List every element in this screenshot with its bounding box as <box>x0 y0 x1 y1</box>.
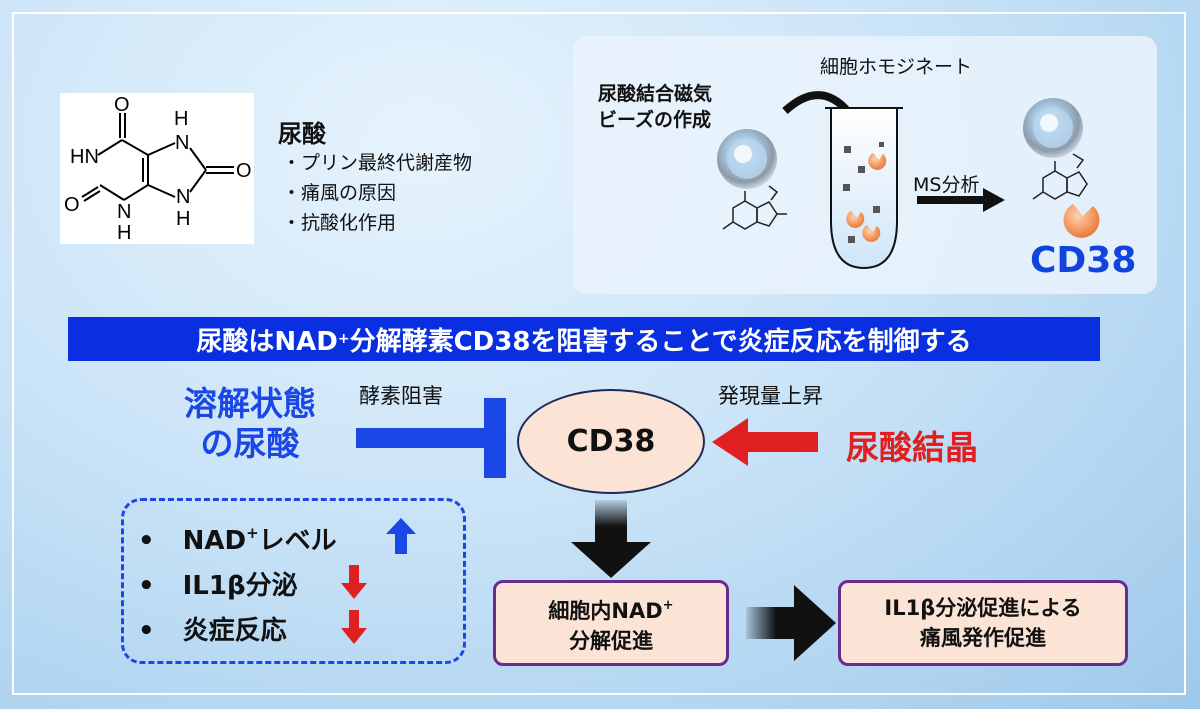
cd38-protein-bound <box>1063 204 1100 238</box>
uric-acid-crystal: 尿酸結晶 <box>846 428 978 467</box>
uric-acid-structure: O H HN N O O N N H H <box>60 93 254 244</box>
atom-h-bottom-right: H <box>176 208 190 230</box>
effect-text: NAD <box>182 526 247 556</box>
property-item: ・プリン最終代謝産物 <box>282 152 473 174</box>
outcome1-line2: 分解促進 <box>569 628 653 653</box>
bullet: • <box>138 616 155 646</box>
effect-item-il1b: • IL1β分泌 <box>138 565 298 602</box>
outcome1-text: 細胞内NAD <box>548 598 663 623</box>
effect-text: IL1β分泌 <box>182 571 298 601</box>
outcome1-line1: 細胞内NAD+ <box>548 591 673 626</box>
atom-hn: HN <box>70 146 99 168</box>
gout-attack-box: IL1β分泌促進による 痛風発作促進 <box>838 580 1128 666</box>
soluble-line2: の尿酸 <box>200 424 300 463</box>
upregulation-arrow <box>712 418 818 466</box>
property-item: ・痛風の原因 <box>282 182 397 204</box>
uric-acid-small-result <box>1032 153 1088 200</box>
nad-degradation-box: 細胞内NAD+ 分解促進 <box>493 580 729 666</box>
outcome1-sup: + <box>662 597 674 613</box>
atom-o-left: O <box>64 194 80 216</box>
uric-acid-molecule: O H HN N O O N N H H <box>64 94 252 244</box>
down-arrow-icon <box>341 610 367 644</box>
upregulation-label: 発現量上昇 <box>718 384 823 408</box>
beads-label-line2: ビーズの作成 <box>598 109 712 131</box>
up-arrow-icon <box>386 518 416 554</box>
enzyme-inhibition-label: 酵素阻害 <box>359 384 443 408</box>
down-arrow <box>571 500 651 578</box>
atom-h-bottom-left: H <box>117 222 131 244</box>
effects-box <box>121 498 466 664</box>
atom-n-right-bottom: N <box>176 186 190 208</box>
soluble-uric-acid: 溶解状態 の尿酸 <box>160 384 340 464</box>
banner-text-pre: 尿酸はNAD <box>196 326 338 357</box>
effect-item-inflammation: • 炎症反応 <box>138 610 287 647</box>
property-item: ・抗酸化作用 <box>282 212 397 234</box>
outer-frame <box>12 12 1186 695</box>
cd38-proteins-in-tube <box>846 153 887 242</box>
atom-n-left: N <box>117 201 131 223</box>
ms-arrow-head <box>983 188 1005 212</box>
effect-text: 炎症反応 <box>182 616 287 646</box>
right-arrow <box>746 585 836 661</box>
conclusion-banner: 尿酸はNAD+分解酵素CD38を阻害することで炎症反応を制御する <box>68 317 1100 361</box>
tube-particles <box>843 142 884 243</box>
homogenate-label: 細胞ホモジネート <box>820 56 973 78</box>
uric-acid-small-left <box>722 185 787 230</box>
ms-arrow-shaft <box>917 196 987 204</box>
banner-text-post: 分解酵素CD38を阻害することで炎症反応を制御する <box>349 326 972 357</box>
inhibition-arrow <box>356 398 506 478</box>
uric-acid-properties: ・プリン最終代謝産物 ・痛風の原因 ・抗酸化作用 <box>282 148 472 238</box>
down-arrow-icon <box>341 565 367 599</box>
atom-o-right: O <box>236 160 252 182</box>
identified-protein: CD38 <box>1030 240 1137 281</box>
outcome2-line1: IL1β分泌促進による <box>884 596 1082 620</box>
effect-sup: + <box>246 524 259 542</box>
bullet: • <box>138 526 155 556</box>
magnetic-bead-result <box>1023 98 1083 158</box>
effect-text-post: レベル <box>258 526 337 556</box>
effect-item-nad: • NAD+レベル <box>138 520 337 557</box>
atom-o-top: O <box>114 94 130 116</box>
ms-analysis-label: MS分析 <box>913 174 980 196</box>
test-tube <box>830 107 898 270</box>
atom-h-top: H <box>174 108 188 130</box>
uric-acid-title: 尿酸 <box>278 120 326 148</box>
beads-label-line1: 尿酸結合磁気 <box>598 83 713 105</box>
magnetic-bead-left <box>717 129 777 189</box>
outcome2-line2: 痛風発作促進 <box>920 626 1046 650</box>
bullet: • <box>138 571 155 601</box>
experiment-illustration <box>717 91 1100 270</box>
banner-superscript: + <box>337 331 350 347</box>
atom-n-right-top: N <box>175 132 189 154</box>
cd38-node: CD38 <box>517 389 705 494</box>
beads-label: 尿酸結合磁気 ビーズの作成 <box>598 81 712 133</box>
soluble-line1: 溶解状態 <box>184 384 316 423</box>
